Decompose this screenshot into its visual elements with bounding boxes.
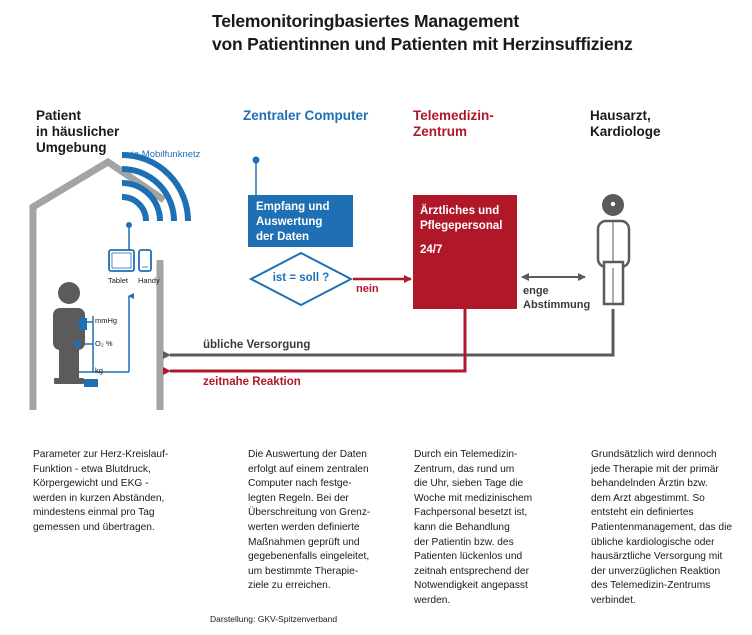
phone-icon bbox=[138, 249, 152, 272]
description-line: behandelnden Ärztin bzw. bbox=[591, 478, 708, 490]
description-line: Körpergewicht und EKG - bbox=[33, 478, 149, 490]
wifi-signal-icon bbox=[121, 152, 191, 222]
computer-description: Die Auswertung der Daten erfolgt auf ein… bbox=[248, 448, 413, 594]
doctor-header-line-1: Hausarzt, bbox=[590, 108, 651, 123]
center-box-text: Ärztliches und Pflegepersonal 24/7 bbox=[420, 204, 502, 258]
doctor-figure-icon bbox=[596, 194, 631, 306]
page-title: Telemonitoringbasiertes Management von P… bbox=[212, 10, 633, 56]
center-box-line-2: Pflegepersonal bbox=[420, 220, 503, 232]
no-label: nein bbox=[356, 283, 379, 295]
description-line: Funktion - etwa Blutdruck, bbox=[33, 463, 151, 475]
decision-label: ist = soll ? bbox=[272, 272, 330, 284]
center-header: Telemedizin- Zentrum bbox=[413, 108, 494, 140]
description-line: Woche mit medizinischem bbox=[414, 492, 533, 504]
description-line: Patientenmanagement, das die bbox=[591, 521, 733, 533]
mmhg-label: mmHg bbox=[95, 316, 118, 325]
usual-care-label: übliche Versorgung bbox=[203, 339, 311, 351]
patient-description: Parameter zur Herz-Kreislauf- Funktion -… bbox=[33, 448, 223, 536]
usual-care-arrow bbox=[163, 309, 615, 359]
description-line: Durch ein Telemedizin- bbox=[414, 449, 518, 460]
description-line: Computer nach festge- bbox=[248, 478, 352, 490]
description-line: legten Regeln. Bei der bbox=[248, 492, 349, 504]
description-line: um bestimmte Therapie- bbox=[248, 565, 359, 577]
center-header-line-2: Zentrum bbox=[413, 124, 467, 139]
description-line: dem Arzt abgestimmt. So bbox=[591, 492, 705, 504]
description-line: die Uhr, sieben Tage die bbox=[414, 478, 524, 490]
decision-diamond bbox=[248, 251, 354, 307]
description-line: werden. bbox=[414, 594, 451, 606]
patient-header-line-3: Umgebung bbox=[36, 140, 107, 155]
description-line: Patienten lückenlos und bbox=[414, 551, 523, 563]
description-line: zeitnah entsprechend der bbox=[414, 565, 529, 577]
kg-label: kg bbox=[95, 366, 103, 375]
coordination-line-2: Abstimmung bbox=[523, 299, 591, 311]
description-line: verbindet. bbox=[591, 594, 636, 606]
description-line: Maßnahmen geprüft und bbox=[248, 536, 360, 548]
patient-header: Patient in häuslicher Umgebung bbox=[36, 108, 119, 156]
computer-box-line-3: der Daten bbox=[256, 231, 310, 243]
doctor-header: Hausarzt, Kardiologe bbox=[590, 108, 661, 140]
description-line: gegebenenfalls eingeleitet, bbox=[248, 551, 370, 563]
description-line: Fachpersonal besetzt ist, bbox=[414, 507, 528, 519]
description-line: Grundsätzlich wird dennoch bbox=[591, 449, 717, 460]
computer-header: Zentraler Computer bbox=[243, 108, 369, 123]
description-line: erfolgt auf einem zentralen bbox=[248, 463, 369, 475]
description-line: werden in kurzen Abständen, bbox=[33, 492, 165, 504]
description-line: gemessen und übertragen. bbox=[33, 521, 155, 533]
doctor-header-line-2: Kardiologe bbox=[590, 124, 661, 139]
description-line: ziele zu erreichen. bbox=[248, 580, 331, 592]
o2-label: O₂ % bbox=[95, 339, 113, 348]
center-header-line-1: Telemedizin- bbox=[413, 108, 494, 123]
description-line: entsteht ein definiertes bbox=[591, 507, 694, 519]
doctor-description: Grundsätzlich wird dennoch jede Therapie… bbox=[591, 448, 751, 609]
description-line: des Telemedizin-Zentrums bbox=[591, 580, 711, 592]
phone-label: Handy bbox=[138, 276, 160, 285]
computer-antenna bbox=[252, 156, 260, 195]
center-description: Durch ein Telemedizin- Zentrum, das rund… bbox=[414, 448, 579, 609]
description-line: Zentrum, das rund um bbox=[414, 463, 515, 475]
prompt-reaction-arrow bbox=[163, 309, 467, 375]
description-line: Parameter zur Herz-Kreislauf- bbox=[33, 449, 169, 460]
title-line-1: Telemonitoringbasiertes Management bbox=[212, 11, 519, 31]
tablet-label: Tablet bbox=[108, 276, 129, 285]
computer-box-line-2: Auswertung bbox=[256, 216, 323, 228]
house-icon bbox=[29, 157, 166, 410]
description-line: übliche kardiologische oder bbox=[591, 536, 715, 548]
description-line: werten werden definierte bbox=[248, 521, 360, 533]
network-label: via Mobilfunknetz bbox=[127, 149, 201, 160]
description-line: hausärztliche Versorgung mit bbox=[591, 551, 723, 563]
computer-box-text: Empfang und Auswertung der Daten bbox=[256, 200, 329, 245]
center-box-line-3: 24/7 bbox=[420, 244, 443, 256]
description-line: mindestens einmal pro Tag bbox=[33, 507, 155, 519]
device-antenna-icon bbox=[126, 222, 132, 250]
center-box-line-1: Ärztliches und bbox=[420, 205, 500, 217]
tablet-icon bbox=[108, 249, 135, 272]
computer-box-line-1: Empfang und bbox=[256, 201, 330, 213]
description-line: kann die Behandlung bbox=[414, 521, 510, 533]
title-line-2: von Patientinnen und Patienten mit Herzi… bbox=[212, 34, 633, 54]
patient-header-line-1: Patient bbox=[36, 108, 82, 123]
coordination-line-1: enge bbox=[523, 285, 549, 297]
description-line: der Patientin bzw. des bbox=[414, 536, 514, 548]
center-box bbox=[413, 195, 517, 309]
description-line: der unverzüglichen Reaktion bbox=[591, 565, 721, 577]
description-line: Die Auswertung der Daten bbox=[248, 449, 367, 460]
prompt-reaction-label: zeitnahe Reaktion bbox=[203, 376, 301, 388]
computer-box bbox=[248, 195, 353, 247]
patient-header-line-2: in häuslicher bbox=[36, 124, 120, 139]
description-line: Notwendigkeit angepasst bbox=[414, 580, 528, 592]
description-line: Überschreitung von Grenz- bbox=[248, 507, 371, 519]
coordination-label: enge Abstimmung bbox=[523, 284, 590, 312]
source-note: Darstellung: GKV-Spitzenverband bbox=[210, 614, 338, 624]
description-line: jede Therapie mit der primär bbox=[591, 463, 719, 475]
patient-figure-icon bbox=[53, 282, 98, 387]
